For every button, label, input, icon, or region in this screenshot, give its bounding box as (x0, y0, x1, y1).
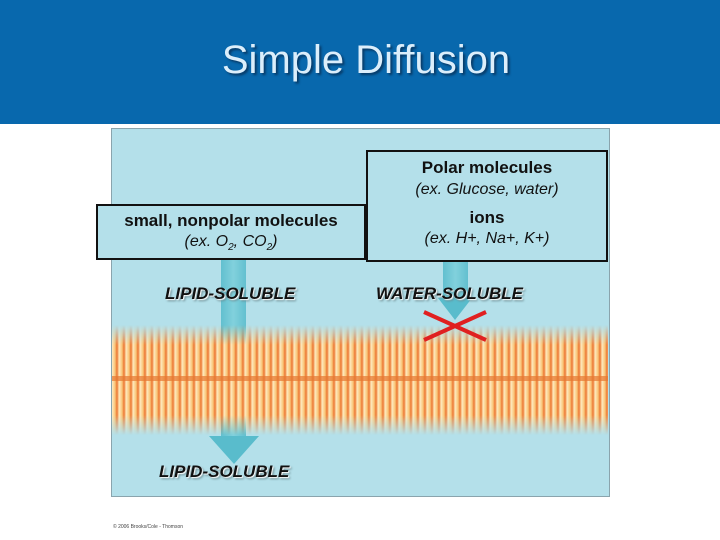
header-divider (0, 124, 720, 126)
lipid-soluble-label-bottom: LIPID-SOLUBLE (159, 462, 290, 481)
water-soluble-arrow-head (438, 298, 472, 320)
polar-molecules-box: Polar molecules (ex. Glucose, water) ion… (366, 150, 608, 262)
bilayer-midline (112, 376, 608, 381)
polar-example: (ex. Glucose, water) (415, 181, 559, 198)
lipid-soluble-label-top: LIPID-SOLUBLE (165, 284, 296, 303)
ions-heading: ions (469, 208, 505, 227)
polar-heading: Polar molecules (421, 158, 553, 177)
slide-title: Simple Diffusion (221, 38, 511, 82)
copyright-notice: © 2006 Brooks/Cole - Thomson (113, 524, 184, 530)
slide-header (0, 0, 720, 124)
lipid-soluble-arrow-head (209, 436, 259, 464)
blocked-x-icon (423, 310, 487, 342)
ions-example: (ex. H+, Na+, K+) (424, 230, 550, 247)
water-soluble-arrow-shaft (443, 258, 468, 298)
water-soluble-label: WATER-SOLUBLE (376, 284, 524, 303)
nonpolar-example: (ex. O2, CO2) (184, 233, 278, 254)
nonpolar-molecules-box: small, nonpolar molecules (ex. O2, CO2) (96, 204, 366, 260)
nonpolar-heading: small, nonpolar molecules (124, 211, 338, 230)
